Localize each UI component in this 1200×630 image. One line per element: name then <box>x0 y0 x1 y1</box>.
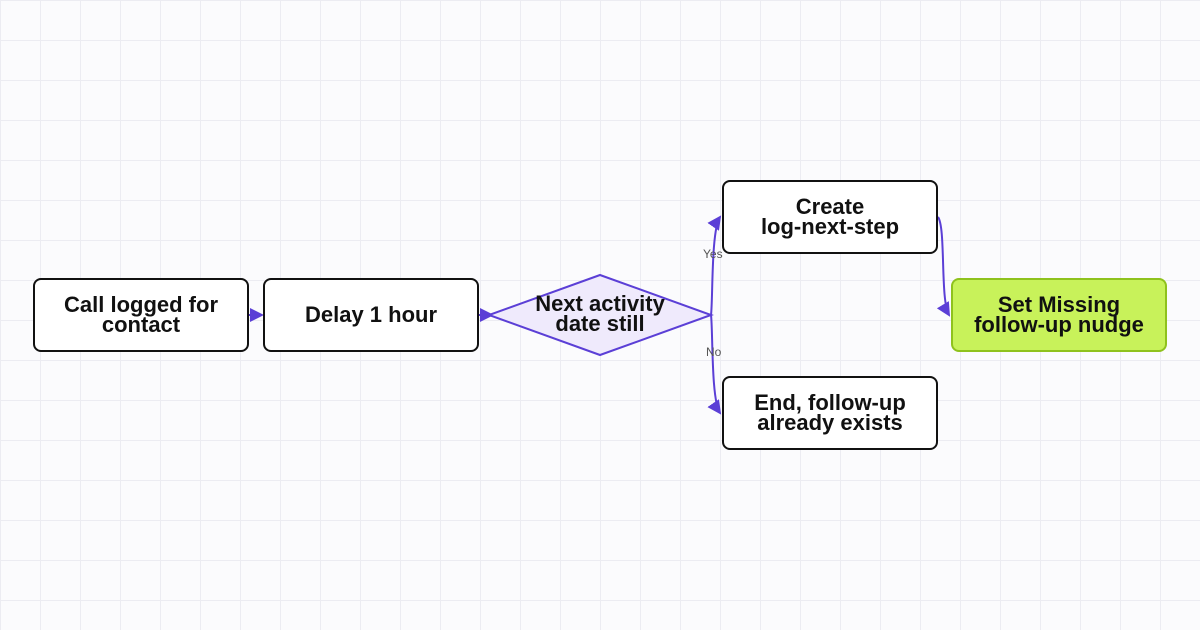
node-end-followup-exists[interactable]: End, follow-up already exists <box>722 376 938 450</box>
node-create-log-next-step[interactable]: Create log-next-step <box>722 180 938 254</box>
node-call-logged-label: Call logged for contact <box>64 292 218 337</box>
decision-diamond <box>486 273 714 357</box>
node-end-label: End, follow-up already exists <box>754 390 906 435</box>
node-create-label: Create log-next-step <box>760 194 900 239</box>
edge-label-no: No <box>706 345 722 359</box>
edge-create-to-nudge <box>936 216 951 317</box>
node-set-missing-followup-nudge[interactable]: Set Missing follow-up nudge <box>951 278 1167 352</box>
edge-decision-to-create-yes <box>707 215 722 316</box>
node-delay-label: Delay 1 hour <box>304 302 438 327</box>
edge-label-yes: Yes <box>703 247 723 261</box>
node-nudge-label: Set Missing follow-up nudge <box>974 292 1144 337</box>
node-call-logged[interactable]: Call logged for contact <box>33 278 249 352</box>
decision-label[interactable]: Next activity date still <box>500 292 700 336</box>
edge-decision-to-end-no <box>707 314 722 415</box>
node-delay[interactable]: Delay 1 hour <box>263 278 479 352</box>
decision-label-text: Next activity date still <box>535 291 665 336</box>
